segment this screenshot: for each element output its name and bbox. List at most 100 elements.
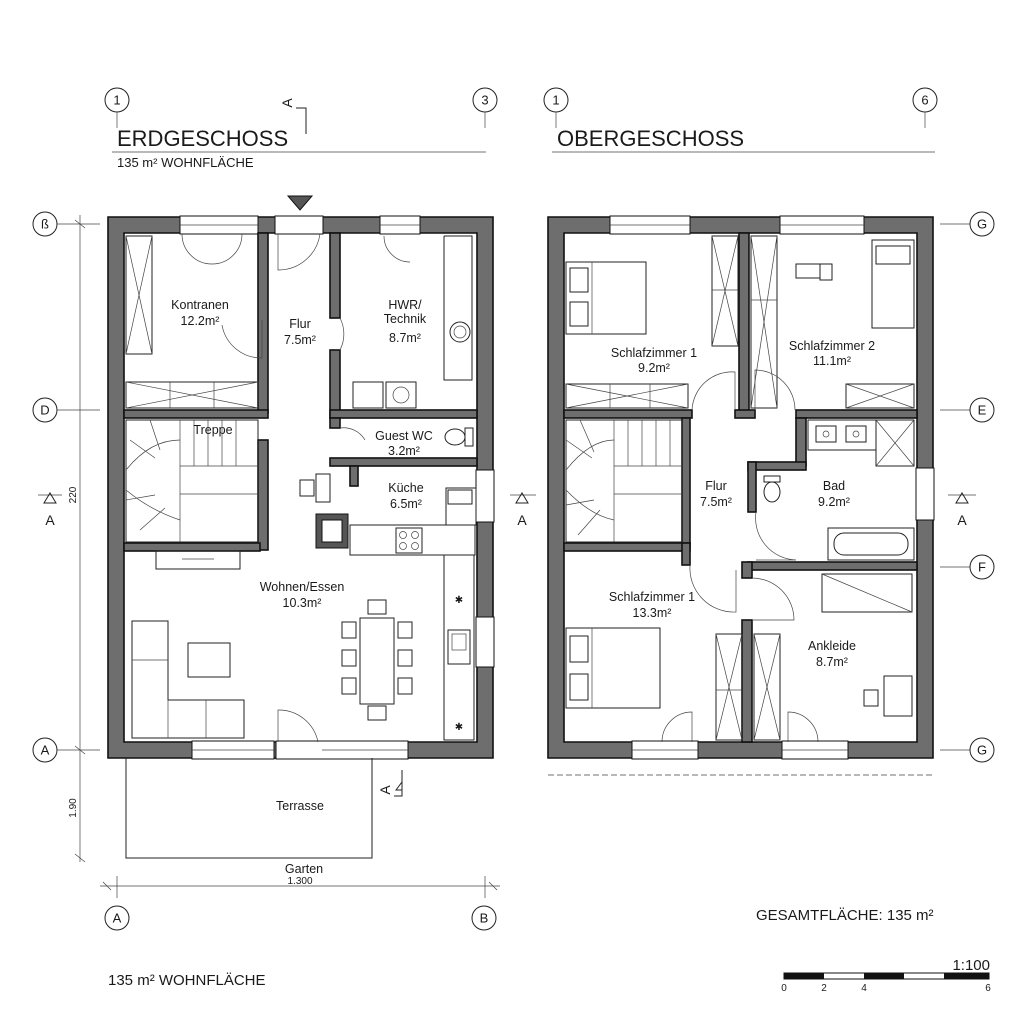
flur-door-swing: [221, 320, 263, 359]
grid-label: G: [977, 743, 987, 758]
kitchen-fixtures: [299, 473, 477, 556]
grid-label: G: [977, 217, 987, 232]
room-name-guest-wc: Guest WC: [375, 429, 433, 443]
grid-label: A: [41, 743, 50, 758]
wardrobe-kontranen: [125, 233, 259, 409]
room-area-flur-upper: 7.5m²: [700, 495, 732, 509]
room-name-wohnen-essen: Wohnen/Essen: [260, 580, 345, 594]
room-name-ankleide: Ankleide: [808, 639, 856, 653]
footer-wohnflaeche: 135 m² WOHNFLÄCHE: [108, 972, 266, 989]
section-mark-left: A: [38, 492, 62, 528]
entrance-door-opening: [274, 215, 324, 235]
grid-axis-top-1: 1: [104, 87, 130, 128]
hwr-fixtures: [352, 235, 473, 409]
grid-label: ß: [41, 217, 49, 232]
grid-label: 3: [481, 93, 488, 108]
scale-tick: 6: [985, 983, 991, 994]
room-area-wohnen-essen: 10.3m²: [283, 596, 322, 610]
ankleide-furniture: [753, 573, 913, 743]
grid-axis-right-f: F: [940, 554, 995, 580]
bedroom-2-door-swing: [754, 369, 796, 411]
section-label: A: [377, 785, 393, 795]
grid-label: D: [40, 403, 49, 418]
scale-tick: 2: [821, 983, 827, 994]
grid-label: A: [113, 911, 122, 926]
grid-axis-top-1-upper: 1: [543, 87, 569, 128]
dimension-horizontal: 1.300: [287, 876, 312, 887]
room-area-guest-wc: 3.2m²: [388, 444, 420, 458]
grid-axis-top-6-upper: 6: [912, 87, 938, 128]
room-name-treppe: Treppe: [193, 423, 232, 437]
section-mark-top: A: [279, 98, 307, 134]
bad-door-swing: [755, 511, 797, 561]
room-area-bad: 9.2m²: [818, 495, 850, 509]
dimension-vertical-main: 220: [68, 486, 79, 503]
section-label: A: [279, 98, 295, 108]
room-area-ankleide: 8.7m²: [816, 655, 848, 669]
window-right-living: [475, 616, 495, 668]
grid-axis-left-a: A: [32, 737, 100, 763]
label-garten: Garten: [285, 862, 323, 876]
room-name-hwr: HWR/Technik: [384, 298, 427, 326]
entrance-door-swing: [277, 233, 321, 271]
grid-label: 1: [552, 93, 559, 108]
room-name-flur: Flur: [289, 317, 311, 331]
room-area-schlafzimmer-2: 11.1m²: [813, 354, 851, 368]
grid-label: E: [978, 403, 987, 418]
grid-axis-bottom-a: A: [104, 905, 130, 931]
hwr-door-swing: [339, 317, 345, 351]
grid-label: 1: [113, 93, 120, 108]
exterior-wall: [107, 216, 494, 759]
section-mark-right: A: [948, 492, 976, 528]
bathroom-fixtures: [763, 419, 915, 561]
scale-bar: 1:100 0 2 4 6: [781, 957, 991, 994]
svg-text:✱: ✱: [455, 595, 463, 606]
room-name-bad: Bad: [823, 479, 845, 493]
bedroom-1-furniture: [565, 235, 739, 409]
upper-floor-title: OBERGESCHOSS: [557, 126, 744, 151]
room-area-schlafzimmer-1-top: 9.2m²: [638, 361, 670, 375]
terrace-outline: [125, 758, 373, 859]
grid-axis-bottom-b: B: [471, 905, 497, 931]
window-bad: [915, 467, 935, 521]
section-label: A: [957, 512, 967, 528]
grid-label: 6: [921, 93, 928, 108]
section-label: A: [517, 512, 527, 528]
footer-gesamtflaeche: GESAMTFLÄCHE: 135 m²: [756, 907, 934, 924]
staircase-upper: [565, 419, 683, 543]
ground-floor-title: ERDGESCHOSS: [117, 126, 288, 151]
bedroom-1-door-swing: [691, 371, 736, 411]
label-terrasse: Terrasse: [276, 799, 324, 813]
room-area-flur: 7.5m²: [284, 333, 316, 347]
room-name-schlafzimmer-1-bottom: Schlafzimmer 1: [609, 590, 695, 604]
bedroom-3-door-swing: [689, 564, 737, 613]
ground-floor-subtitle: 135 m² WOHNFLÄCHE: [117, 155, 254, 170]
window-kitchen: [475, 469, 495, 523]
grid-label: B: [480, 911, 489, 926]
room-area-kontranen: 12.2m²: [181, 314, 220, 328]
scale-tick: 4: [861, 983, 867, 994]
living-dining-furniture: ✱ ✱: [131, 550, 475, 743]
interior-walls-upper: [563, 232, 918, 743]
room-name-kontranen: Kontranen: [171, 298, 229, 312]
room-name-schlafzimmer-2: Schlafzimmer 2: [789, 339, 875, 353]
guest-wc-fixtures: [339, 427, 474, 447]
entrance-arrow-icon: [286, 195, 314, 211]
room-name-schlafzimmer-1-top: Schlafzimmer 1: [611, 346, 697, 360]
bedroom-3-furniture: [565, 627, 743, 743]
grid-axis-right-g-top: G: [940, 211, 995, 237]
grid-label: F: [978, 560, 986, 575]
room-name-kueche: Küche: [388, 481, 423, 495]
dimension-vertical-terrace: 1.90: [68, 798, 79, 818]
staircase-ground: [125, 419, 259, 543]
grid-axis-right-g-bottom: G: [940, 737, 995, 763]
ground-floor: ERDGESCHOSS 135 m² WOHNFLÄCHE 1 3 A ß: [32, 87, 500, 931]
upper-floor: OBERGESCHOSS 1 6 G E F: [543, 87, 995, 776]
room-name-flur-upper: Flur: [705, 479, 727, 493]
grid-axis-left-d: D: [32, 397, 100, 423]
room-area-kueche: 6.5m²: [390, 497, 422, 511]
bedroom-2-furniture: [750, 235, 915, 409]
ankleide-door-swing: [751, 577, 795, 621]
room-area-schlafzimmer-1-bottom: 13.3m²: [633, 606, 672, 620]
section-label: A: [45, 512, 55, 528]
